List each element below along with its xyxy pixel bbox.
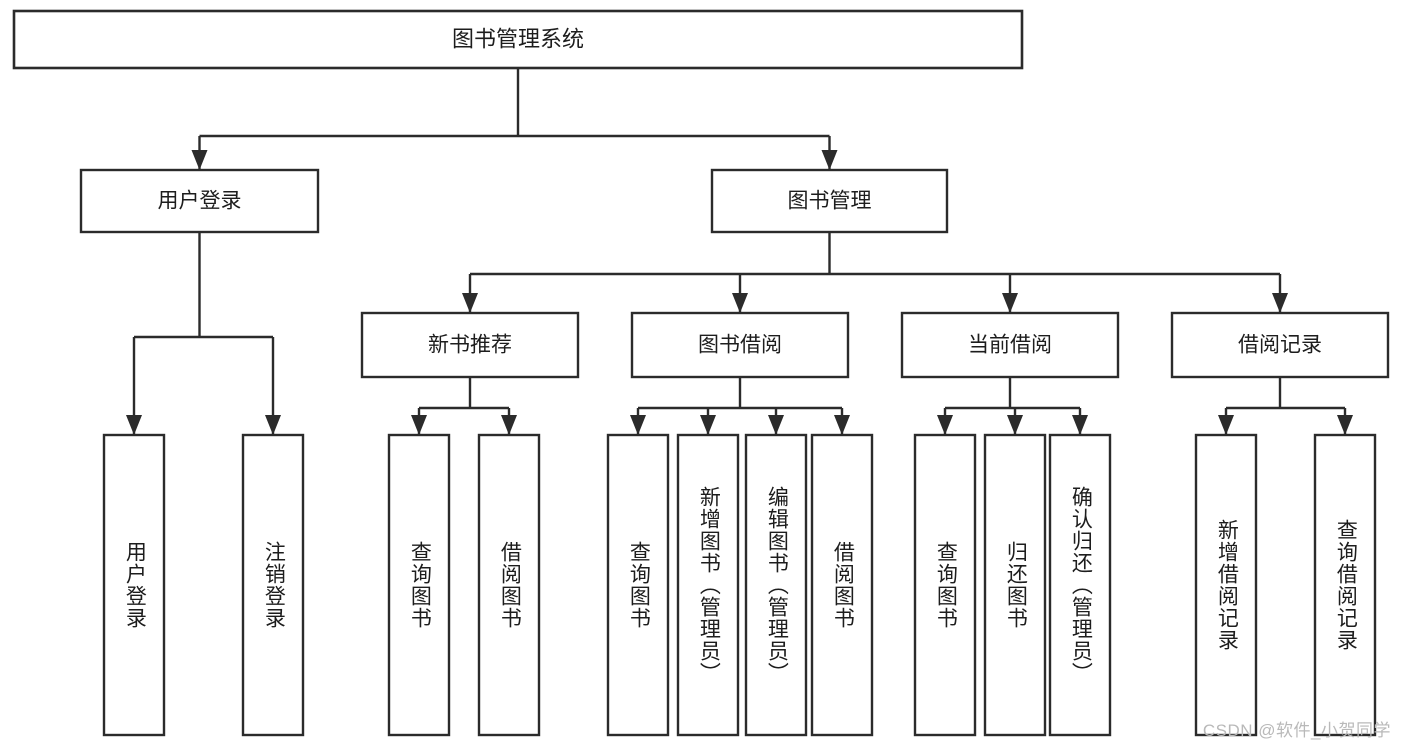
node-leaf-edit-book[interactable] — [744, 433, 808, 737]
node-label-new-book-recommend: 新书推荐 — [428, 334, 512, 357]
node-leaf-borrow-book-1[interactable] — [477, 433, 541, 737]
node-box-leaf-user-login — [102, 433, 166, 737]
arrow-head-icon — [1218, 415, 1234, 435]
arrow-head-icon — [126, 415, 142, 435]
node-box-leaf-add-book — [676, 433, 740, 737]
node-book-borrow[interactable]: 图书借阅 — [630, 311, 850, 379]
arrow-head-icon — [1007, 415, 1023, 435]
node-label-user-login: 用户登录 — [158, 190, 242, 213]
arrow-head-icon — [732, 293, 748, 313]
connector-layer — [126, 68, 1353, 435]
node-box-book-borrow — [630, 311, 850, 379]
arrow-head-icon — [501, 415, 517, 435]
node-user-login[interactable]: 用户登录 — [79, 168, 320, 234]
node-box-book-manage — [710, 168, 949, 234]
node-leaf-query-book-3[interactable] — [913, 433, 977, 737]
node-leaf-query-book-2[interactable] — [606, 433, 670, 737]
node-label-root: 图书管理系统 — [452, 26, 584, 51]
arrow-head-icon — [265, 415, 281, 435]
node-box-leaf-borrow-book-2 — [810, 433, 874, 737]
node-box-leaf-query-book-1 — [387, 433, 451, 737]
arrow-head-icon — [1337, 415, 1353, 435]
arrow-head-icon — [191, 150, 208, 170]
node-book-manage[interactable]: 图书管理 — [710, 168, 949, 234]
node-box-current-borrow — [900, 311, 1120, 379]
node-leaf-confirm-return[interactable] — [1048, 433, 1112, 737]
node-leaf-logout[interactable] — [241, 433, 305, 737]
arrow-head-icon — [1002, 293, 1018, 313]
node-leaf-add-book[interactable] — [676, 433, 740, 737]
node-leaf-add-record[interactable] — [1194, 433, 1258, 737]
watermark-text: CSDN @软件_小贺同学 — [1202, 721, 1391, 740]
arrow-head-icon — [768, 415, 784, 435]
node-label-book-manage: 图书管理 — [788, 190, 872, 213]
arrow-head-icon — [1072, 415, 1088, 435]
node-leaf-return-book[interactable] — [983, 433, 1047, 737]
node-borrow-record[interactable]: 借阅记录 — [1170, 311, 1390, 379]
node-box-leaf-add-record — [1194, 433, 1258, 737]
node-box-leaf-query-book-3 — [913, 433, 977, 737]
node-leaf-query-record[interactable] — [1313, 433, 1377, 737]
node-current-borrow[interactable]: 当前借阅 — [900, 311, 1120, 379]
arrow-head-icon — [700, 415, 716, 435]
node-box-leaf-confirm-return — [1048, 433, 1112, 737]
arrow-head-icon — [834, 415, 850, 435]
node-root[interactable]: 图书管理系统 — [12, 9, 1024, 70]
arrow-head-icon — [1272, 293, 1288, 313]
node-box-borrow-record — [1170, 311, 1390, 379]
arrow-head-icon — [630, 415, 646, 435]
node-box-leaf-borrow-book-1 — [477, 433, 541, 737]
node-label-current-borrow: 当前借阅 — [968, 334, 1052, 357]
node-leaf-borrow-book-2[interactable] — [810, 433, 874, 737]
node-box-root — [12, 9, 1024, 70]
arrow-head-icon — [462, 293, 478, 313]
arrow-head-icon — [821, 150, 838, 170]
node-box-new-book-recommend — [360, 311, 580, 379]
node-box-leaf-return-book — [983, 433, 1047, 737]
node-box-leaf-logout — [241, 433, 305, 737]
node-box-leaf-edit-book — [744, 433, 808, 737]
node-new-book-recommend[interactable]: 新书推荐 — [360, 311, 580, 379]
node-leaf-user-login[interactable] — [102, 433, 166, 737]
node-box-leaf-query-book-2 — [606, 433, 670, 737]
node-leaf-query-book-1[interactable] — [387, 433, 451, 737]
node-label-book-borrow: 图书借阅 — [698, 334, 782, 357]
node-box-leaf-query-record — [1313, 433, 1377, 737]
node-label-borrow-record: 借阅记录 — [1238, 334, 1322, 357]
arrow-head-icon — [411, 415, 427, 435]
node-box-user-login — [79, 168, 320, 234]
arrow-head-icon — [937, 415, 953, 435]
